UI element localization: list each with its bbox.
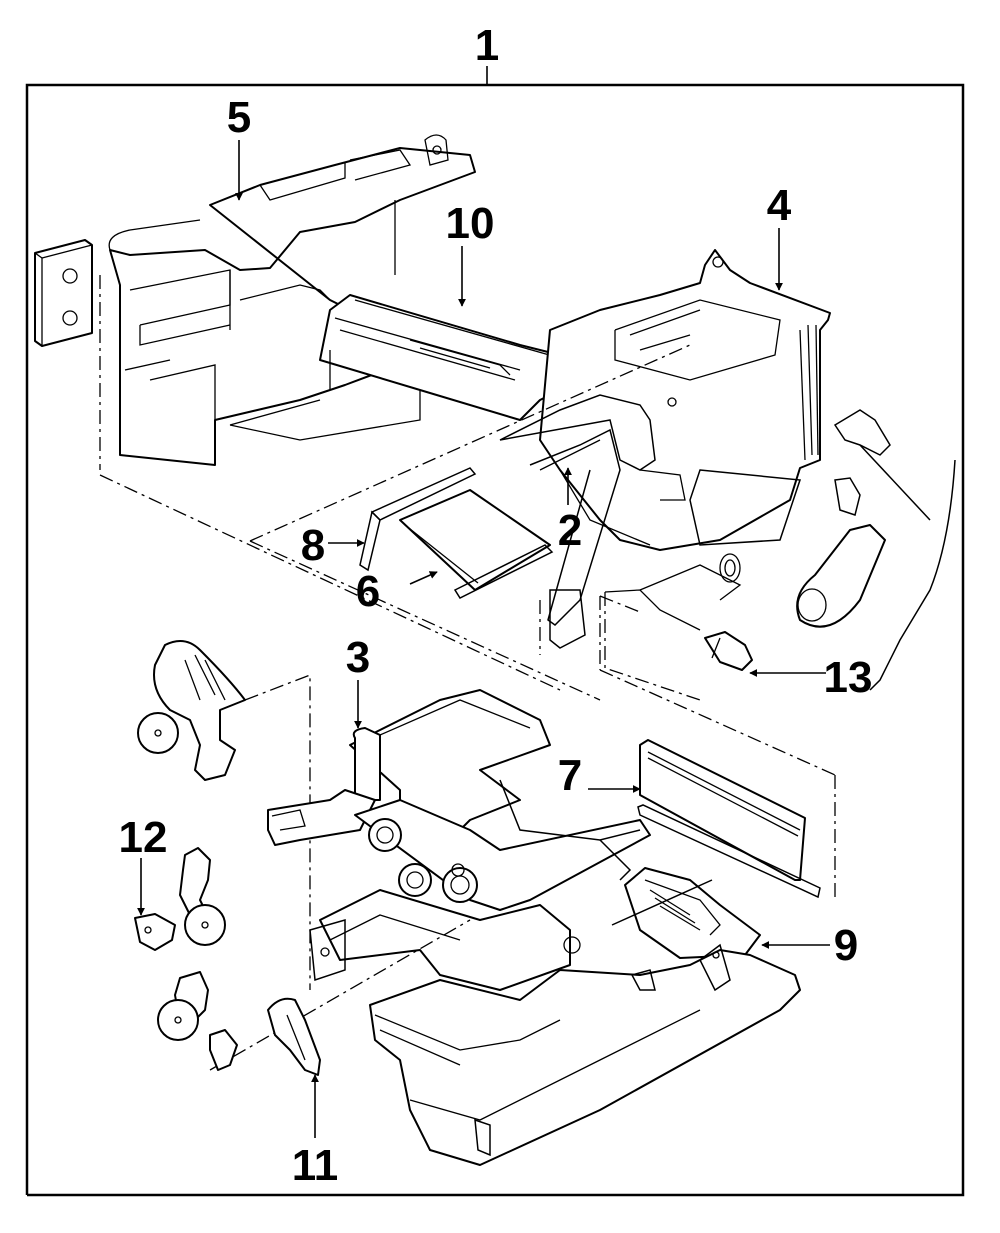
upper-left-case bbox=[99, 134, 476, 470]
callout-label-10: 10 bbox=[446, 199, 495, 248]
callout-label-4: 4 bbox=[767, 181, 792, 230]
callout-11: 11 bbox=[292, 1074, 339, 1190]
callout-10: 10 bbox=[446, 199, 495, 307]
callout-12: 12 bbox=[119, 813, 168, 916]
callout-label-11: 11 bbox=[292, 1141, 339, 1190]
callout-1: 1 bbox=[475, 21, 499, 70]
mode-door bbox=[611, 867, 761, 959]
callout-label-1: 1 bbox=[475, 21, 499, 70]
callout-3: 3 bbox=[346, 633, 370, 729]
callout-label-2: 2 bbox=[558, 506, 582, 555]
callout-leader-6 bbox=[409, 571, 438, 585]
lower-case-housing bbox=[209, 689, 651, 1071]
callout-2: 2 bbox=[558, 467, 582, 555]
assembly-frame bbox=[25, 66, 965, 1197]
small-levers bbox=[134, 847, 321, 1076]
callout-8: 8 bbox=[301, 521, 365, 570]
callout-label-12: 12 bbox=[119, 813, 168, 862]
assembly-guide-lines bbox=[99, 344, 836, 900]
mounting-plate bbox=[34, 239, 93, 347]
right-case-section bbox=[539, 249, 831, 601]
callout-4: 4 bbox=[767, 181, 792, 291]
callout-9: 9 bbox=[761, 921, 858, 970]
callout-label-6: 6 bbox=[356, 567, 380, 616]
door-panel bbox=[399, 489, 554, 599]
door-shaft bbox=[359, 467, 477, 572]
callout-13: 13 bbox=[749, 653, 873, 702]
blower-case bbox=[369, 943, 801, 1166]
heater-core-section bbox=[229, 294, 561, 441]
duct-frame bbox=[499, 394, 686, 655]
gear-assembly bbox=[137, 640, 311, 990]
callout-label-5: 5 bbox=[227, 93, 251, 142]
filter-door bbox=[637, 739, 821, 899]
linkage-parts bbox=[604, 409, 956, 701]
callout-5: 5 bbox=[227, 93, 251, 201]
callout-label-3: 3 bbox=[346, 633, 370, 682]
callout-label-9: 9 bbox=[834, 921, 858, 970]
callout-label-13: 13 bbox=[824, 653, 873, 702]
callout-label-8: 8 bbox=[301, 521, 325, 570]
callout-6: 6 bbox=[356, 567, 438, 616]
callout-label-7: 7 bbox=[558, 751, 582, 800]
callout-7: 7 bbox=[558, 751, 641, 800]
